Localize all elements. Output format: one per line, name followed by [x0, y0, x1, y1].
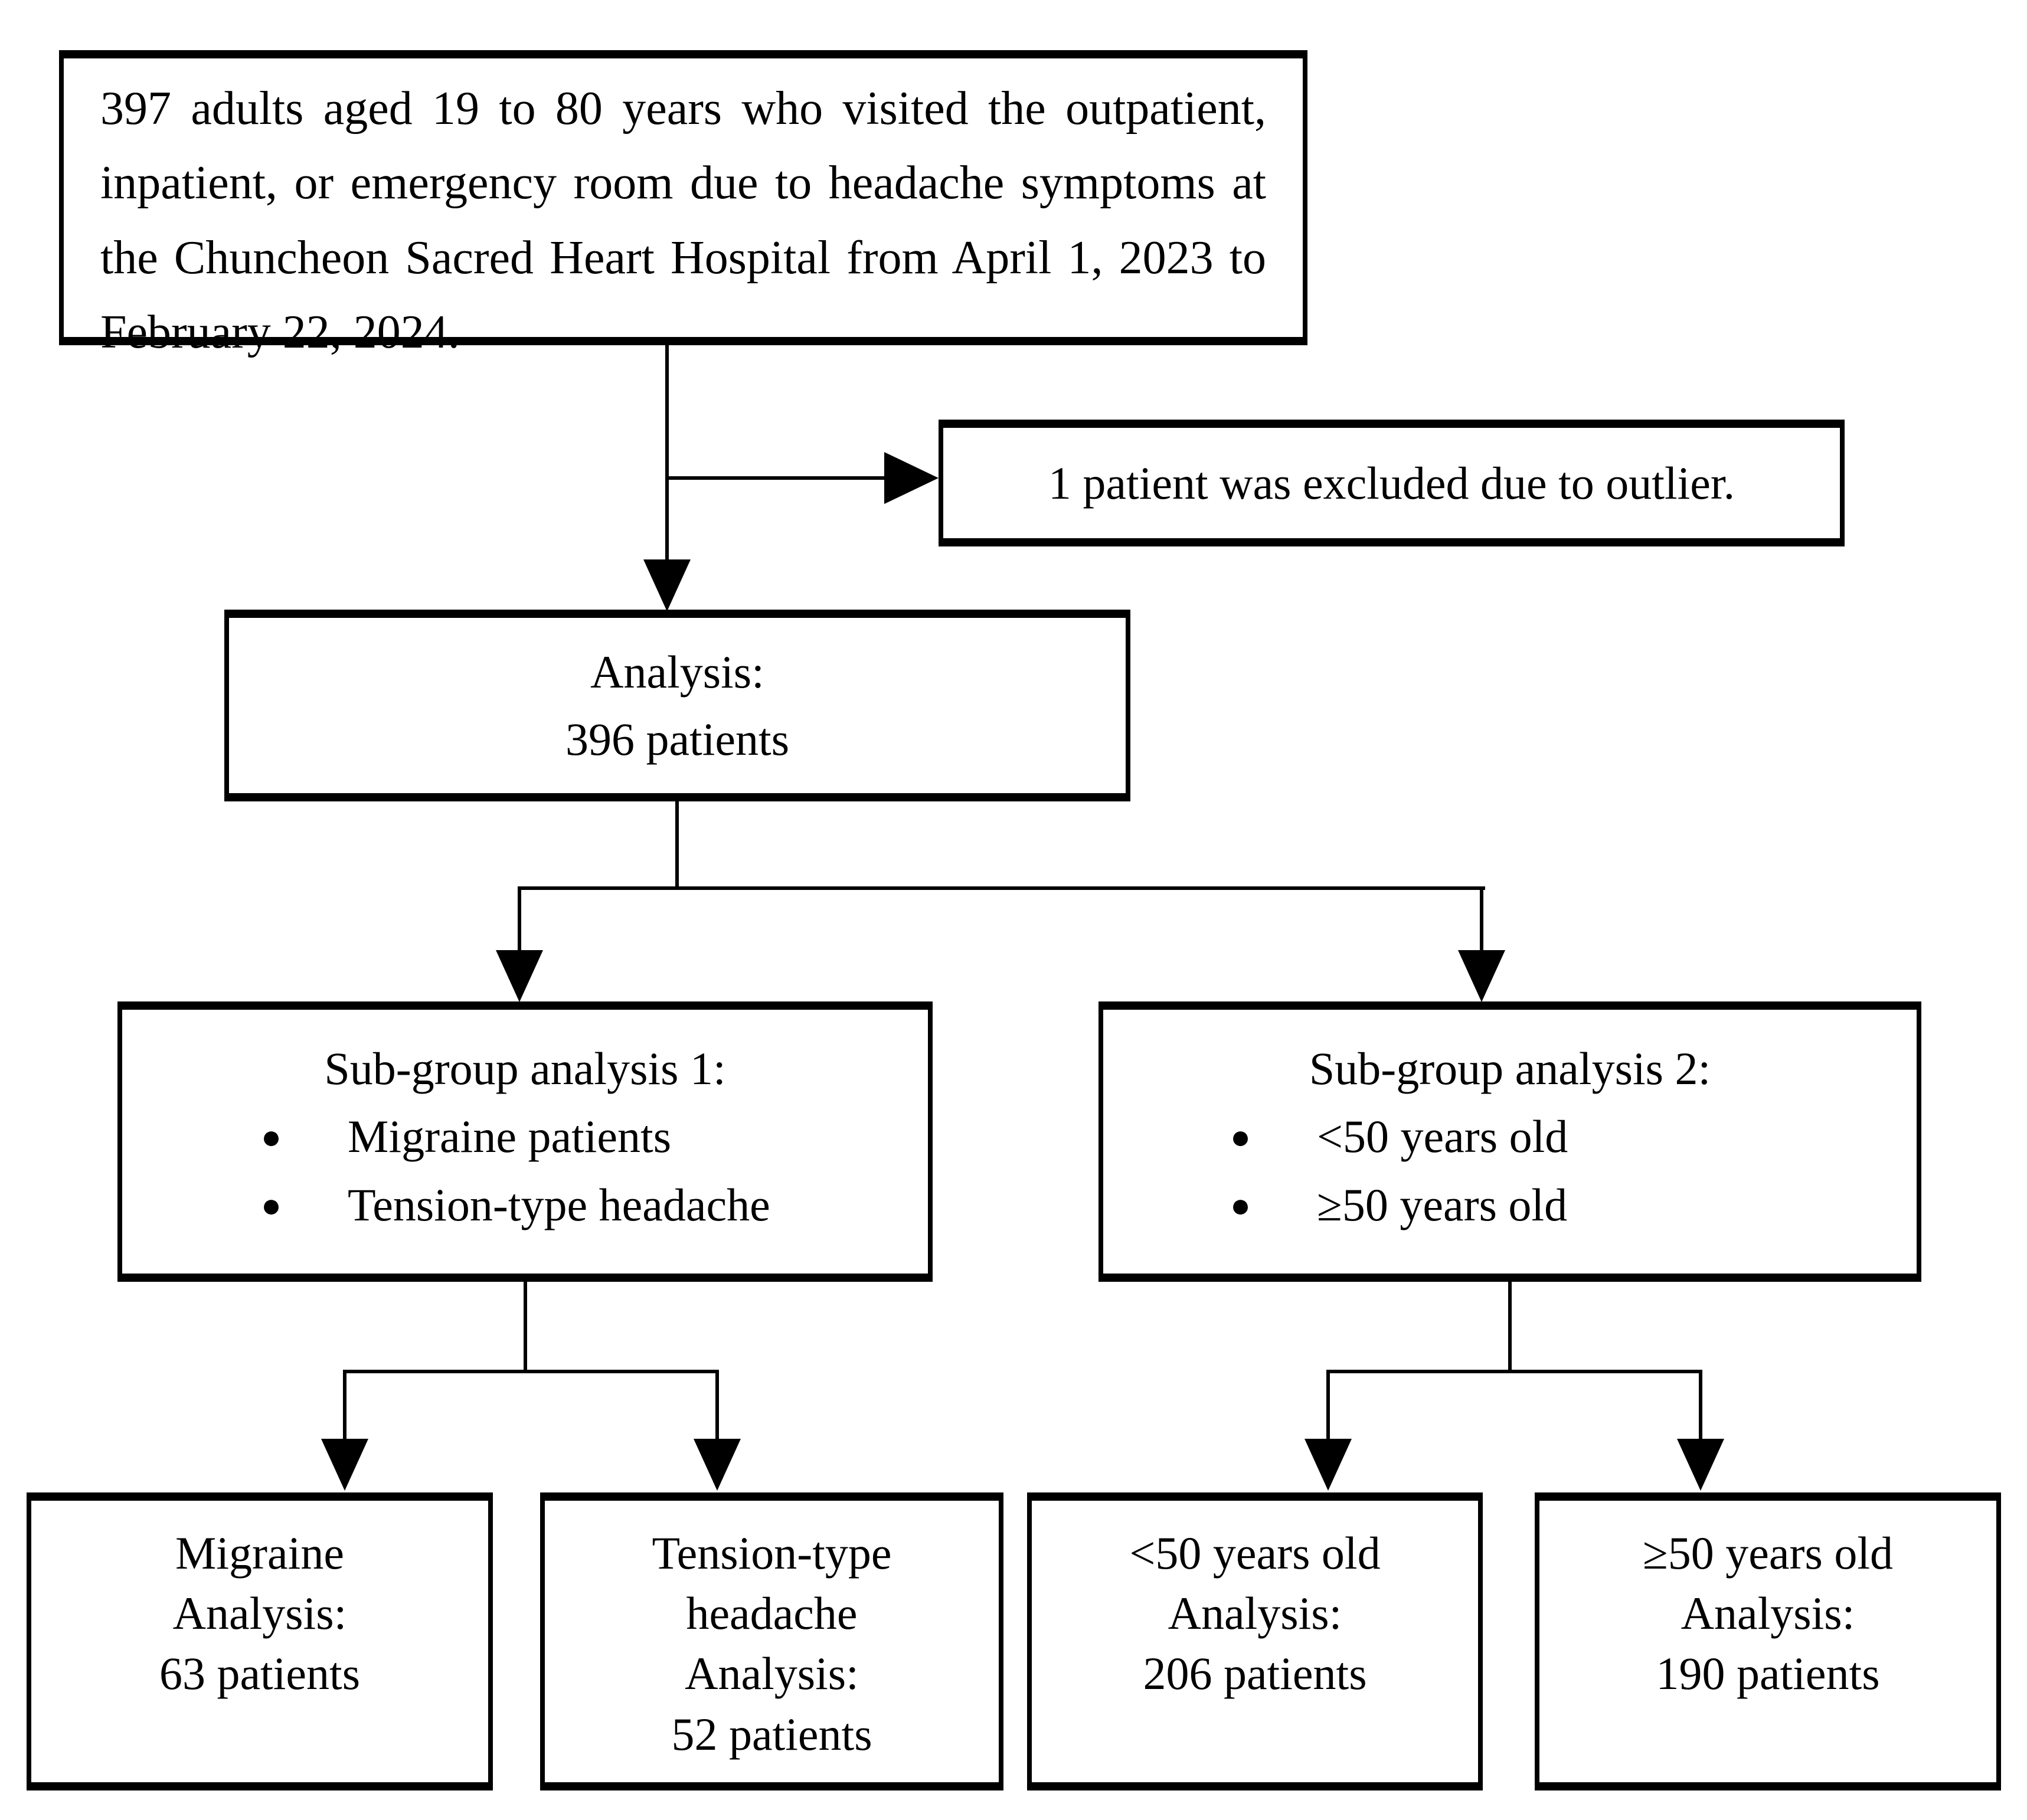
arrowhead-down-icon: [694, 1439, 741, 1491]
outcome-line: Analysis:: [1168, 1587, 1342, 1639]
outcome-line: 63 patients: [159, 1648, 361, 1700]
subgroup2-bullet-over50: ● ≥50 years old: [1230, 1171, 1917, 1239]
subgroup2-bullet-label: <50 years old: [1317, 1111, 1568, 1163]
arrowhead-right-icon: [884, 452, 939, 504]
excluded-box: 1 patient was excluded due to outlier.: [939, 420, 1845, 546]
outcome-line: 52 patients: [671, 1708, 872, 1760]
subgroup2-bullet-label: ≥50 years old: [1317, 1179, 1568, 1230]
connector-line-horizontal: [343, 1370, 719, 1373]
subgroup2-bullet-under50: ● <50 years old: [1230, 1102, 1917, 1170]
arrowhead-down-icon: [496, 950, 543, 1002]
outcome-line: <50 years old: [1129, 1527, 1381, 1579]
bullet-icon: ●: [1230, 1186, 1251, 1225]
outcome-line: Analysis:: [172, 1587, 347, 1639]
outcome-line: ≥50 years old: [1642, 1527, 1894, 1579]
outcome-line: 206 patients: [1143, 1648, 1367, 1700]
enrollment-text: 397 adults aged 19 to 80 years who visit…: [100, 83, 1266, 359]
enrollment-box: 397 adults aged 19 to 80 years who visit…: [59, 50, 1307, 358]
connector-line-vertical: [1480, 886, 1483, 952]
outcome-box-over50: ≥50 years old Analysis: 190 patients: [1535, 1492, 2001, 1790]
subgroup1-bullet-tth: ● Tension-type headache: [261, 1171, 928, 1239]
connector-line-horizontal: [1326, 1370, 1702, 1373]
connector-line-vertical: [1699, 1370, 1702, 1441]
connector-line-vertical: [343, 1370, 346, 1441]
arrowhead-down-icon: [643, 559, 691, 611]
connector-line-horizontal: [518, 886, 1485, 890]
arrowhead-down-icon: [1677, 1439, 1724, 1491]
arrowhead-down-icon: [1305, 1439, 1352, 1491]
connector-line-horizontal: [665, 476, 888, 480]
outcome-line: Analysis:: [685, 1648, 859, 1700]
excluded-text: 1 patient was excluded due to outlier.: [1048, 457, 1735, 509]
outcome-line: Tension-type: [652, 1527, 892, 1579]
connector-line-vertical: [518, 886, 521, 952]
outcome-box-migraine: Migraine Analysis: 63 patients: [27, 1492, 493, 1790]
analysis-box: Analysis: 396 patients: [224, 610, 1130, 801]
connector-line-vertical: [665, 345, 669, 561]
outcome-box-under50: <50 years old Analysis: 206 patients: [1027, 1492, 1483, 1790]
analysis-count: 396 patients: [565, 713, 790, 765]
subgroup2-box: Sub-group analysis 2: ● <50 years old ● …: [1098, 1001, 1921, 1282]
arrowhead-down-icon: [321, 1439, 368, 1491]
connector-line-vertical: [715, 1370, 719, 1441]
subgroup1-bullet-label: Migraine patients: [348, 1111, 672, 1163]
subgroup1-bullet-label: Tension-type headache: [348, 1179, 770, 1230]
outcome-box-tension-type: Tension-type headache Analysis: 52 patie…: [540, 1492, 1003, 1790]
subgroup1-box: Sub-group analysis 1: ● Migraine patient…: [117, 1001, 933, 1282]
connector-line-vertical: [524, 1282, 527, 1373]
outcome-line: Migraine: [175, 1527, 344, 1579]
outcome-line: headache: [686, 1587, 858, 1639]
analysis-label: Analysis:: [590, 646, 764, 698]
bullet-icon: ●: [261, 1186, 282, 1225]
connector-line-vertical: [1326, 1370, 1330, 1441]
outcome-line: Analysis:: [1681, 1587, 1855, 1639]
connector-line-vertical: [1508, 1282, 1512, 1373]
subgroup1-title: Sub-group analysis 1:: [324, 1043, 726, 1094]
connector-line-vertical: [675, 801, 679, 890]
subgroup2-title: Sub-group analysis 2:: [1309, 1043, 1711, 1094]
arrowhead-down-icon: [1458, 950, 1505, 1002]
bullet-icon: ●: [1230, 1118, 1251, 1157]
bullet-icon: ●: [261, 1118, 282, 1157]
subgroup1-bullet-migraine: ● Migraine patients: [261, 1102, 928, 1170]
outcome-line: 190 patients: [1656, 1648, 1880, 1700]
